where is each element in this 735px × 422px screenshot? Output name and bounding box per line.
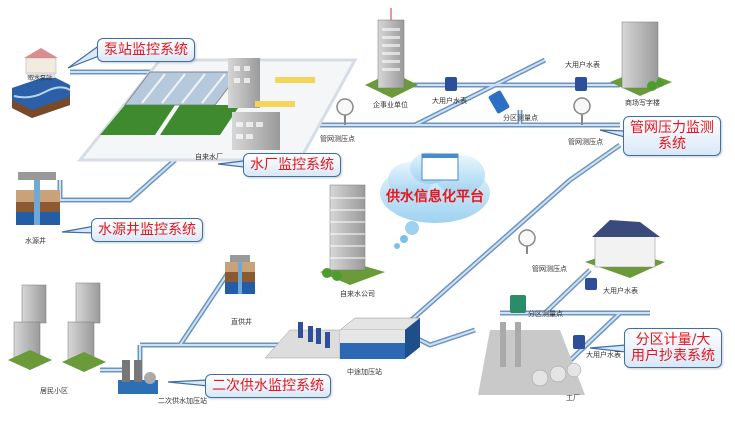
pressure-gauge-icon xyxy=(573,97,591,125)
label-zone-meter: 分区测量点 xyxy=(503,114,538,122)
label-water-plant: 自来水厂 xyxy=(195,153,223,161)
label-pressure-point: 管网测压点 xyxy=(320,135,355,143)
enterprise-building-illustration xyxy=(365,8,418,98)
label-big-meter: 大用户水表 xyxy=(603,287,638,295)
label-booster-station: 中途加压站 xyxy=(347,368,382,376)
water-meter-icon xyxy=(445,77,457,91)
water-meter-icon xyxy=(575,77,587,91)
water-meter-icon xyxy=(585,278,597,290)
metering-callout: 分区计量/大 用户抄表系统 xyxy=(624,328,722,368)
office-tower-illustration xyxy=(610,21,672,96)
platform-title: 供水信息化平台 xyxy=(386,189,484,205)
water-plant-illustration xyxy=(76,58,358,162)
factory-illustration xyxy=(478,322,585,395)
intake-pump-station-illustration xyxy=(12,48,71,118)
residential-buildings-illustration xyxy=(13,282,101,363)
label-pressure-point: 管网测压点 xyxy=(532,265,567,273)
label-intake-pump: 取水泵站 xyxy=(28,75,53,82)
label-source-well: 水源井 xyxy=(25,237,46,245)
flow-meter-icon xyxy=(488,90,510,114)
secondary-pump-unit-illustration xyxy=(118,360,158,394)
label-office: 商场写字楼 xyxy=(625,99,660,107)
label-big-meter: 大用户水表 xyxy=(586,351,621,359)
label-residential: 居民小区 xyxy=(40,387,68,395)
large-user-building-illustration xyxy=(585,220,665,278)
pump-station-monitoring-callout: 泵站监控系统 xyxy=(97,38,195,62)
callout-line-2: 用户抄表系统 xyxy=(631,348,715,364)
pressure-gauge-icon xyxy=(518,229,536,254)
water-meter-icon xyxy=(573,335,585,349)
label-factory: 工厂 xyxy=(566,394,580,402)
callout-line-1: 管网压力监测 xyxy=(630,120,714,136)
pipe-pressure-monitoring-callout: 管网压力监测 系统 xyxy=(623,116,721,156)
label-direct-well: 直供井 xyxy=(231,318,252,326)
booster-station-illustration xyxy=(264,317,421,359)
pressure-gauge-icon xyxy=(336,98,354,125)
secondary-supply-monitoring-callout: 二次供水监控系统 xyxy=(205,374,331,398)
callout-line-1: 分区计量/大 xyxy=(635,332,711,348)
label-secondary-station: 二次供水加压站 xyxy=(158,397,207,405)
label-water-company: 自来水公司 xyxy=(340,290,375,298)
source-well-monitoring-callout: 水源井监控系统 xyxy=(91,218,203,242)
platform-cloud xyxy=(380,152,490,249)
label-big-meter: 大用户水表 xyxy=(565,61,600,69)
label-pressure-point: 管网测压点 xyxy=(568,138,603,146)
label-big-meter: 大用户水表 xyxy=(432,97,467,105)
callout-line-2: 系统 xyxy=(658,136,686,152)
label-zone-meter: 分区测量点 xyxy=(528,310,563,318)
water-company-building-illustration xyxy=(320,184,385,285)
label-enterprise: 企事业单位 xyxy=(373,101,408,109)
water-plant-monitoring-callout: 水厂监控系统 xyxy=(243,153,341,177)
source-well-illustration xyxy=(16,172,60,225)
flow-meter-icon xyxy=(510,295,526,313)
direct-well-illustration xyxy=(225,255,255,294)
